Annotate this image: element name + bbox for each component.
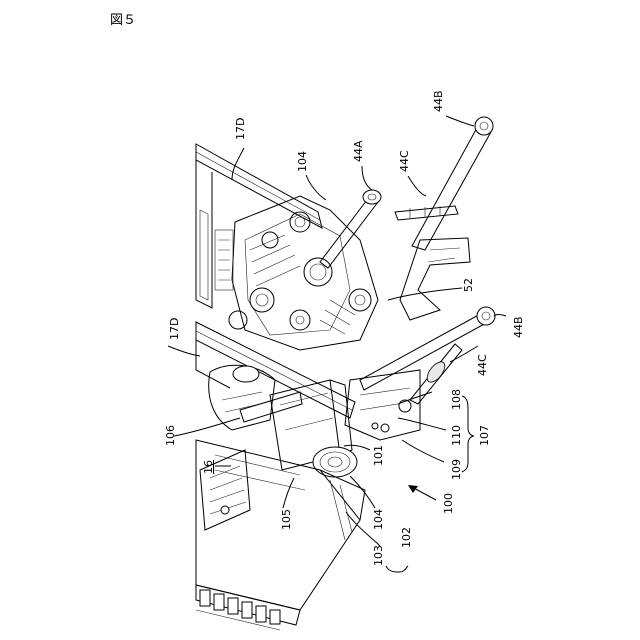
label-104-top: 104 — [296, 151, 309, 172]
label-17d-top: 17D — [234, 118, 247, 140]
label-44b-right: 44B — [512, 316, 525, 338]
label-52: 52 — [462, 278, 475, 292]
label-100: 100 — [442, 493, 455, 514]
label-109: 109 — [450, 459, 463, 480]
label-102: 102 — [400, 527, 413, 548]
label-44b-top: 44B — [432, 90, 445, 112]
label-107: 107 — [478, 425, 491, 446]
label-108: 108 — [450, 389, 463, 410]
label-104-bottom: 104 — [372, 509, 385, 530]
label-16: 16 — [202, 460, 215, 474]
label-17d-left: 17D — [168, 318, 181, 340]
label-101: 101 — [372, 445, 385, 466]
label-110: 110 — [450, 425, 463, 446]
label-44c-right: 44C — [476, 354, 489, 376]
label-44a: 44A — [352, 140, 365, 162]
label-105: 105 — [280, 509, 293, 530]
machine-line-art — [196, 117, 495, 630]
label-103: 103 — [372, 545, 385, 566]
label-44c-top: 44C — [398, 150, 411, 172]
label-106: 106 — [164, 425, 177, 446]
